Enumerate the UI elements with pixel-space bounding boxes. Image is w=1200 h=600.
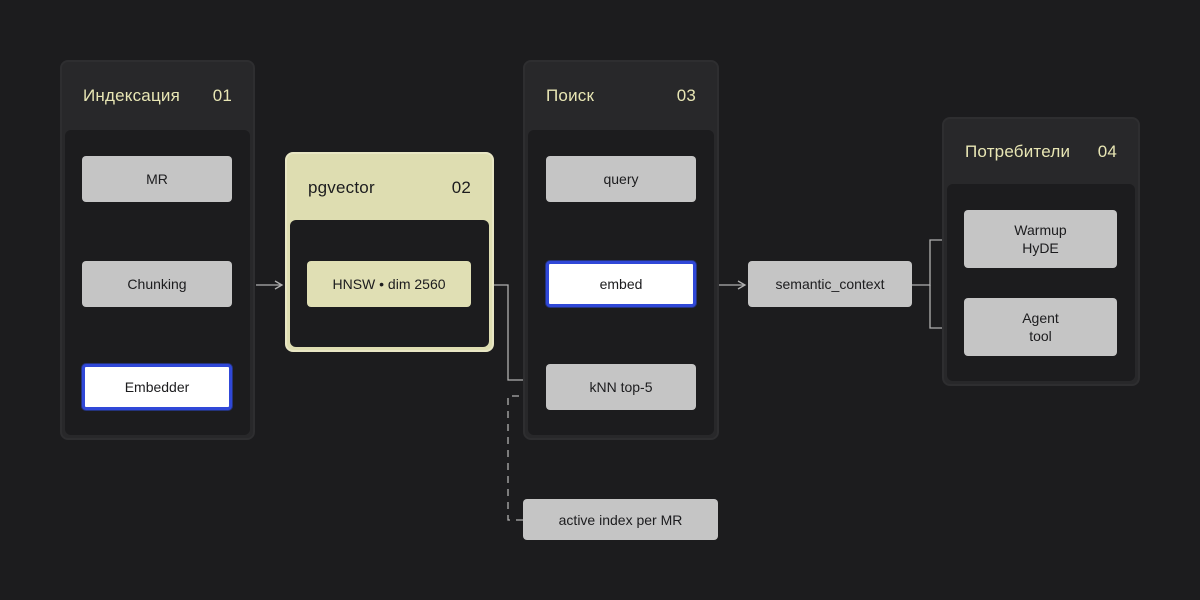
stage-storage-title: pgvector <box>308 178 375 197</box>
node-query[interactable]: query <box>546 156 696 202</box>
stage-search-title: Поиск <box>546 86 595 105</box>
node-embed[interactable]: embed <box>546 261 696 307</box>
node-hnsw-index[interactable]: HNSW • dim 2560 <box>307 261 471 307</box>
node-semantic-context[interactable]: semantic_context <box>748 261 912 307</box>
stage-search-number: 03 <box>676 86 696 105</box>
stage-consumers-number: 04 <box>1097 142 1117 161</box>
node-warmup-hyde[interactable]: Warmup HyDE <box>964 210 1117 268</box>
node-embedder[interactable]: Embedder <box>82 364 232 410</box>
stage-indexing-number: 01 <box>212 86 232 105</box>
stage-consumers-title: Потребители <box>965 142 1071 161</box>
stage-storage-number: 02 <box>451 178 471 197</box>
node-agent-tool[interactable]: Agent tool <box>964 298 1117 356</box>
node-active-index[interactable]: active index per MR <box>523 499 718 540</box>
stage-storage-panel: pgvector 02 <box>285 152 494 352</box>
node-chunking[interactable]: Chunking <box>82 261 232 307</box>
node-knn-top5[interactable]: kNN top-5 <box>546 364 696 410</box>
stage-indexing-title: Индексация <box>83 86 181 105</box>
node-mr[interactable]: MR <box>82 156 232 202</box>
